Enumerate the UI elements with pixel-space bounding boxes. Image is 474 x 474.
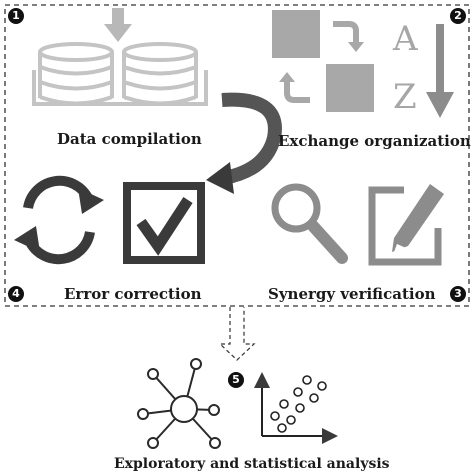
step-1-label: Data compilation [57, 130, 202, 148]
step-2-label: Exchange organization [278, 132, 471, 150]
network-icon [137, 358, 221, 449]
step-1-badge: 1 [8, 8, 24, 24]
step-2-badge: 2 [450, 8, 466, 24]
step-5-label: Exploratory and statistical analysis [114, 456, 390, 472]
step-3-label: Synergy verification [268, 285, 436, 303]
refresh-arrowhead-top [78, 188, 104, 214]
magnifier-icon [271, 183, 348, 264]
step-4-label: Error correction [64, 285, 202, 303]
refresh-arrowhead-bottom [14, 226, 40, 252]
down-arrow-icon [104, 8, 132, 42]
scatter-plot-icon [254, 372, 338, 444]
edit-icon [368, 184, 444, 266]
curved-arrow-icon [206, 92, 282, 194]
dashed-frame [4, 4, 470, 307]
dashed-down-arrow [218, 307, 256, 361]
checkbox-icon [123, 182, 205, 264]
sort-letter-z: Z [393, 77, 417, 117]
sort-down-arrow-icon [426, 24, 454, 118]
swap-squares-icon [272, 10, 374, 112]
step-3-badge: 3 [450, 286, 466, 302]
step-5-badge: 5 [228, 372, 244, 388]
sort-letter-a: A [393, 19, 418, 59]
database-icon [32, 42, 208, 106]
step-4-badge: 4 [8, 286, 24, 302]
